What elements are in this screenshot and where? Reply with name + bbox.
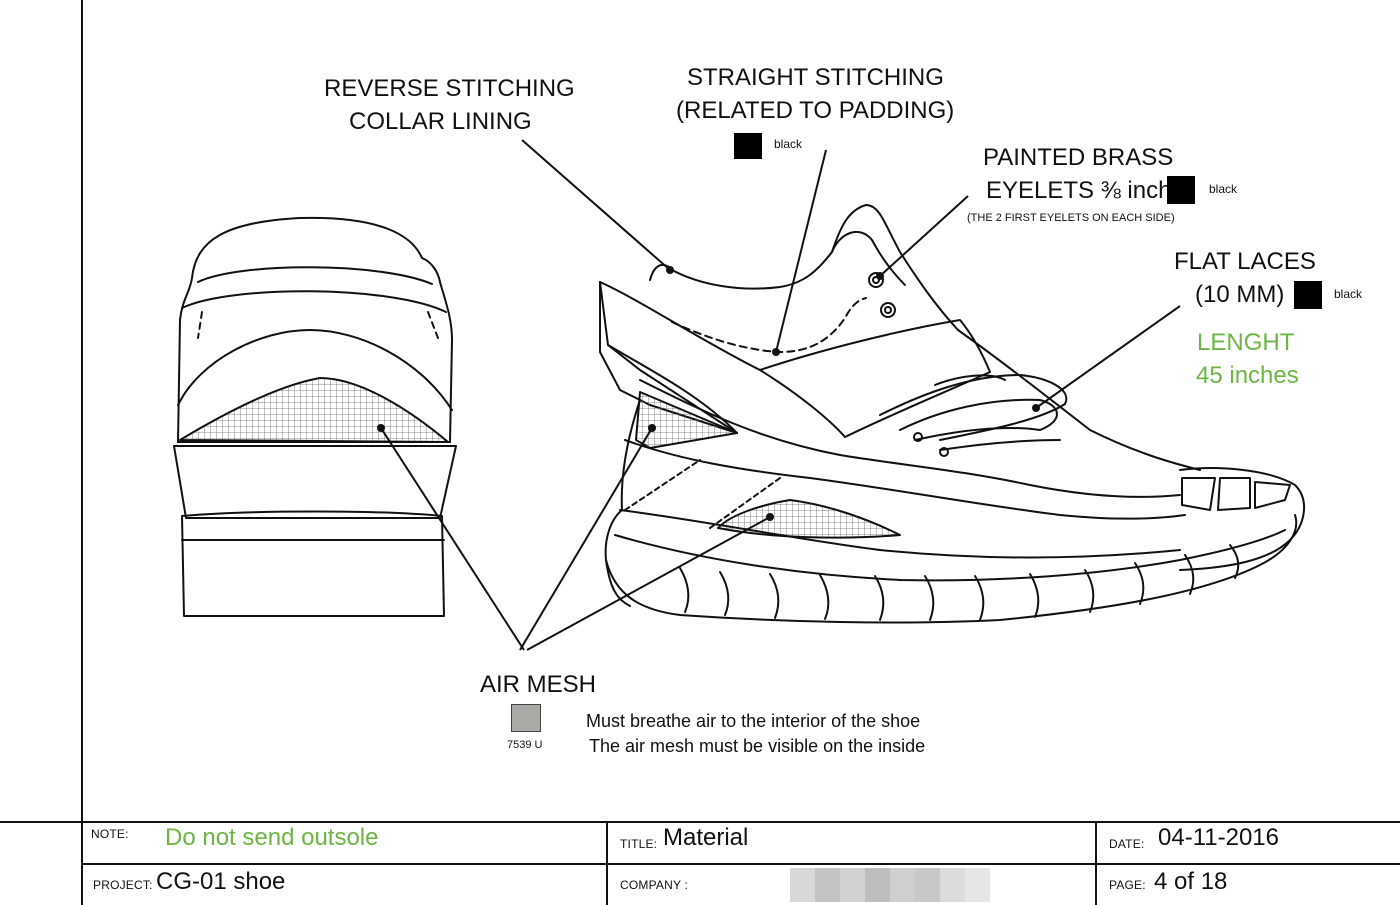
callout-reverse-stitching-line1: REVERSE STITCHING <box>324 75 575 102</box>
callout-reverse-stitching-line2: COLLAR LINING <box>349 108 532 135</box>
painted-brass-color-label: black <box>1209 182 1238 196</box>
date-value: 04-11-2016 <box>1158 824 1279 851</box>
leader-dots <box>377 266 1040 521</box>
title-value: Material <box>663 824 749 851</box>
page-label: PAGE: <box>1109 878 1146 892</box>
air-mesh-note-line1: Must breathe air to the interior of the … <box>586 711 921 731</box>
air-mesh-note-line2: The air mesh must be visible on the insi… <box>589 736 926 756</box>
page-value: 4 of 18 <box>1154 868 1228 895</box>
leader-lines <box>380 139 1181 651</box>
company-value-redacted <box>790 868 990 902</box>
date-label: DATE: <box>1109 837 1145 851</box>
flat-laces-color-label: black <box>1334 287 1363 301</box>
callout-air-mesh: AIR MESH <box>480 671 597 698</box>
title-label: TITLE: <box>620 837 658 851</box>
lace-length-label: LENGHT <box>1197 329 1295 356</box>
painted-brass-color-swatch <box>1167 176 1195 204</box>
callout-straight-stitching-line2: (RELATED TO PADDING) <box>676 97 955 124</box>
project-label: PROJECT: <box>93 878 153 892</box>
air-mesh-color-swatch <box>511 704 541 732</box>
painted-brass-note: (THE 2 FIRST EYELETS ON EACH SIDE) <box>967 212 1175 224</box>
straight-stitching-color-swatch <box>734 133 762 159</box>
flat-laces-color-swatch <box>1294 281 1322 309</box>
callout-straight-stitching-line1: STRAIGHT STITCHING <box>687 64 944 91</box>
note-value: Do not send outsole <box>165 824 379 851</box>
company-label: COMPANY : <box>620 878 689 892</box>
callout-flat-laces-line2: (10 MM) <box>1195 281 1285 308</box>
project-value: CG-01 shoe <box>156 868 286 895</box>
lace-length-value: 45 inches <box>1196 362 1299 389</box>
shoe-rear-view <box>173 216 457 617</box>
callout-painted-brass-line2: EYELETS ⅜ inch <box>986 177 1172 204</box>
note-label: NOTE: <box>91 827 129 841</box>
callout-painted-brass-line1: PAINTED BRASS <box>983 144 1174 171</box>
callout-flat-laces-line1: FLAT LACES <box>1174 248 1316 275</box>
air-mesh-pantone: 7539 U <box>507 739 543 751</box>
shoe-side-view <box>599 204 1306 624</box>
straight-stitching-color-label: black <box>774 137 803 151</box>
